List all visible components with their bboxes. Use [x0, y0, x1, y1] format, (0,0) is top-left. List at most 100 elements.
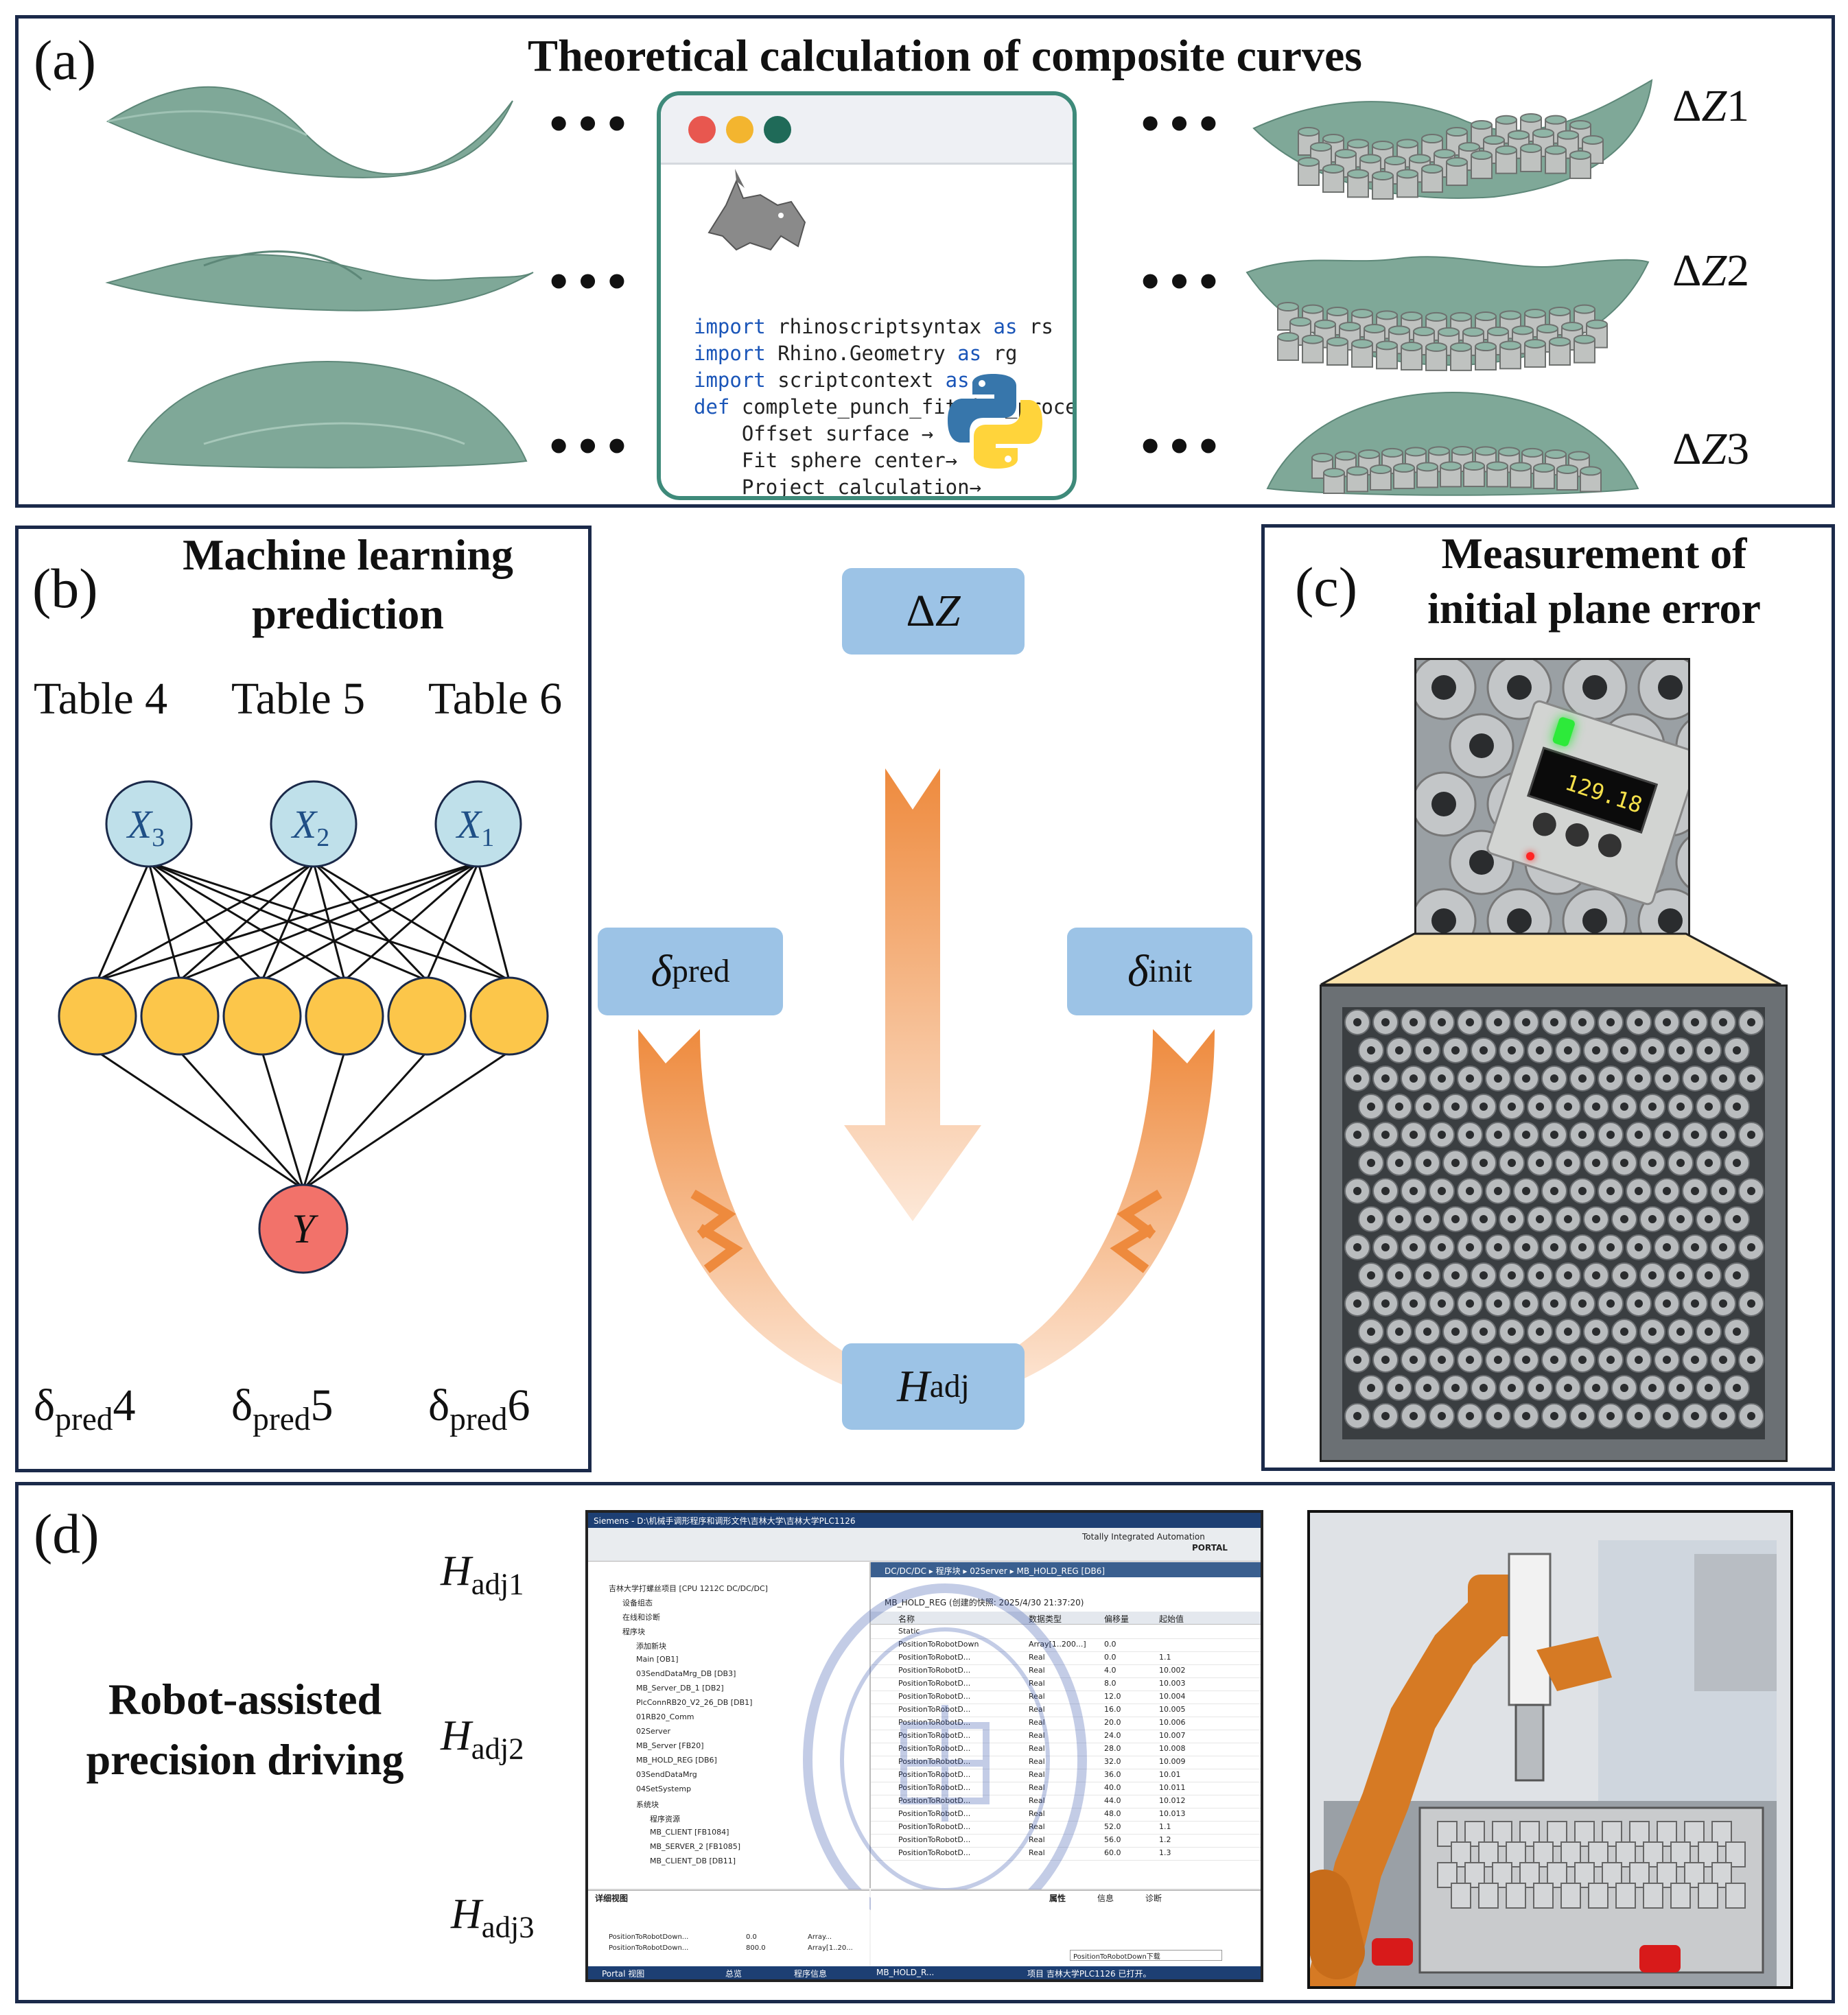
array-pin-socket — [1395, 1328, 1403, 1336]
pin-top — [1409, 154, 1431, 164]
tree-item[interactable]: 系统块 — [636, 1800, 659, 1809]
tia-table-row[interactable]: Static — [871, 1625, 1261, 1639]
array-pin-socket — [1367, 1328, 1375, 1336]
tia-table-cell: Real — [1029, 1783, 1045, 1792]
array-pin-socket — [1550, 1243, 1558, 1251]
panel-c-title-line1: Measurement of — [1441, 529, 1747, 578]
array-pin-socket — [1592, 1328, 1600, 1336]
tia-table-cell: 1.2 — [1159, 1835, 1171, 1844]
array-pin-socket — [1367, 1046, 1375, 1054]
tia-table-cell: PositionToRobotD... — [898, 1757, 971, 1766]
pin-top — [1421, 164, 1443, 174]
tree-item[interactable]: 程序资源 — [650, 1815, 680, 1824]
tree-item[interactable]: Main [OB1] — [636, 1655, 679, 1664]
array-pin-socket — [1438, 1243, 1446, 1251]
array-pin-socket — [1550, 1074, 1558, 1083]
tree-item[interactable]: 04SetSystemp — [636, 1784, 692, 1793]
array-pin-socket — [1592, 1384, 1600, 1392]
tia-detail-view[interactable]: 详细视图 PositionToRobotDown... 0.0 Array...… — [588, 1889, 869, 1968]
array-pin-socket — [1564, 1384, 1572, 1392]
array-pin-socket — [1719, 1412, 1727, 1420]
input-node — [270, 780, 358, 868]
tree-item[interactable]: 03SendDataMrg_DB [DB3] — [636, 1669, 736, 1678]
tree-item[interactable]: 吉林大学打螺丝项目 [CPU 1212C DC/DC/DC] — [609, 1584, 768, 1593]
tia-table-cell: PositionToRobotD... — [898, 1731, 971, 1740]
array-pin-socket — [1578, 1074, 1587, 1083]
minimize-dot[interactable] — [726, 116, 753, 143]
array-pin-socket — [1620, 1159, 1628, 1167]
tree-item[interactable]: 在线和诊断 — [622, 1613, 660, 1622]
tia-properties-pane[interactable]: 属性 信息 诊断 PositionToRobotDown下载 — [871, 1889, 1261, 1968]
maximize-dot[interactable] — [764, 116, 791, 143]
array-pin-socket — [1423, 1328, 1431, 1336]
pin-top — [1574, 304, 1595, 314]
input-node-label: X2 — [291, 802, 329, 852]
close-dot[interactable] — [688, 116, 716, 143]
tree-item[interactable]: MB_SERVER_2 [FB1085] — [650, 1842, 741, 1851]
pin-top — [1451, 446, 1473, 456]
punched-surface-row2 — [1245, 256, 1650, 371]
tia-project-tree[interactable]: 吉林大学打螺丝项目 [CPU 1212C DC/DC/DC] 设备组态在线和诊断程… — [588, 1562, 871, 1888]
pin-top — [1450, 342, 1472, 352]
tree-item[interactable]: MB_Server_DB_1 [DB2] — [636, 1684, 724, 1693]
nn-edge — [344, 861, 479, 982]
robot-table-pin — [1670, 1883, 1691, 1909]
tree-item[interactable]: 设备组态 — [622, 1599, 653, 1607]
robot-table-pin — [1588, 1883, 1609, 1909]
tree-item[interactable]: 添加新块 — [636, 1642, 666, 1651]
tree-item[interactable]: MB_HOLD_REG [DB6] — [636, 1756, 717, 1765]
tree-item[interactable]: 01RB20_Comm — [636, 1712, 694, 1721]
tree-item[interactable]: 03SendDataMrg — [636, 1770, 697, 1779]
array-pin-socket — [1676, 1046, 1685, 1054]
code-line: import Rhino.Geometry as rg — [694, 342, 1018, 365]
tia-table-cell: 10.006 — [1159, 1718, 1186, 1727]
array-pin-socket — [1522, 1018, 1530, 1026]
tab-info[interactable]: 信息 — [1097, 1894, 1114, 1903]
tree-item[interactable]: PlcConnRB20_V2_26_DB [DB1] — [636, 1698, 753, 1707]
array-pin-socket — [1564, 1159, 1572, 1167]
tia-table-cell: 24.0 — [1104, 1731, 1121, 1740]
array-pin-socket — [1395, 1159, 1403, 1167]
array-pin-socket — [1367, 1103, 1375, 1111]
table-4-label: Table 4 — [34, 674, 168, 724]
pin-top — [1326, 336, 1348, 346]
tia-table-cell: 48.0 — [1104, 1809, 1121, 1818]
tab-properties[interactable]: 属性 — [1049, 1894, 1066, 1903]
tia-table-cell: 10.003 — [1159, 1679, 1186, 1688]
array-pin-socket — [1705, 1328, 1713, 1336]
tab-diagnostics[interactable]: 诊断 — [1145, 1894, 1162, 1903]
dots-left-1: ••• — [546, 101, 633, 149]
tree-item[interactable]: MB_Server [FB20] — [636, 1741, 704, 1750]
props-name-field[interactable]: PositionToRobotDown下载 — [1070, 1950, 1222, 1961]
panel-b-label: (b) — [32, 557, 98, 620]
tree-item[interactable]: 02Server — [636, 1727, 671, 1736]
pin-top — [1483, 135, 1505, 145]
tree-item[interactable]: 程序块 — [622, 1627, 645, 1636]
portal-view-button[interactable]: Portal 视图 — [602, 1969, 645, 1979]
array-pin-socket — [1719, 1187, 1727, 1195]
tia-brand-line2: PORTAL — [1192, 1543, 1228, 1553]
pin-top — [1520, 143, 1542, 154]
tree-item[interactable]: MB_CLIENT_DB [DB11] — [650, 1857, 736, 1865]
array-pin-socket — [1479, 1271, 1488, 1280]
tia-block-editor[interactable]: DC/DC/DC ▸ 程序块 ▸ 02Server ▸ MB_HOLD_REG … — [871, 1562, 1261, 1888]
panel-a: (a) Theoretical calculation of composite… — [15, 15, 1835, 508]
tree-item[interactable]: MB_CLIENT [FB1084] — [650, 1828, 729, 1837]
